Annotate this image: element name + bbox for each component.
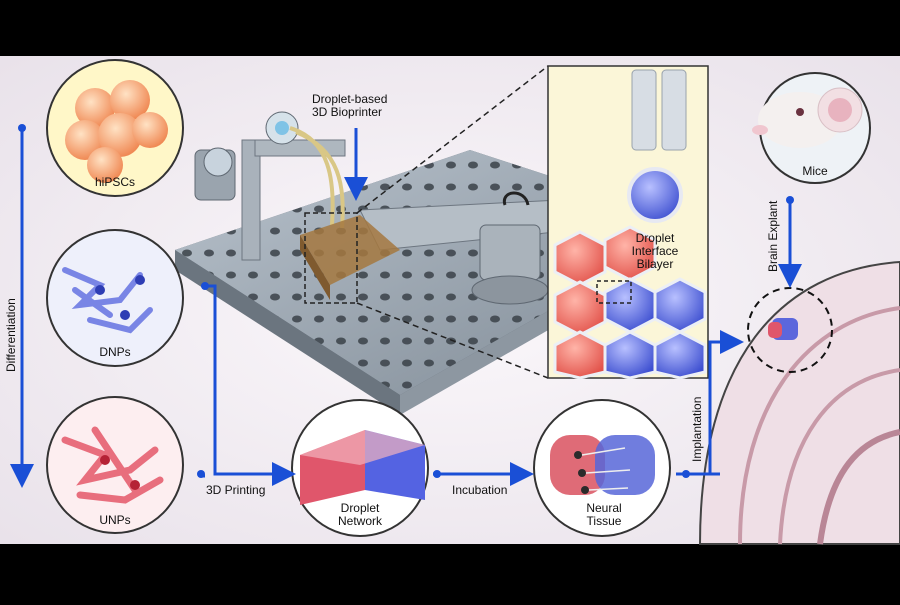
label-3d-printing: 3D Printing [206,483,266,497]
label-bioprinter: Droplet-based 3D Bioprinter [312,92,388,120]
droplet-network-circle [291,399,429,537]
label-neural-tissue: Neural Tissue [586,501,622,529]
zoom-box [304,212,358,304]
mice-circle [752,72,871,184]
label-dnps: DNPs [99,345,131,359]
label-incubation: Incubation [452,483,508,497]
label-brain-explant: Brain Explant [766,200,780,272]
label-mice: Mice [802,164,828,178]
label-droplet-network: Droplet Network [337,501,383,529]
unps-circle [46,396,184,534]
label-interface-bilayer: Droplet Interface Bilayer [631,231,679,272]
label-differentiation: Differentiation [4,298,18,372]
neural-tissue-circle [533,399,671,537]
hipscs-circle [46,59,184,197]
dnps-circle [46,229,184,367]
brain-slice [698,260,900,545]
label-hipscs: hiPSCs [94,175,136,189]
label-unps: UNPs [99,513,131,527]
droplet-interface-panel [547,65,709,380]
label-implantation: Implantation [690,396,704,462]
